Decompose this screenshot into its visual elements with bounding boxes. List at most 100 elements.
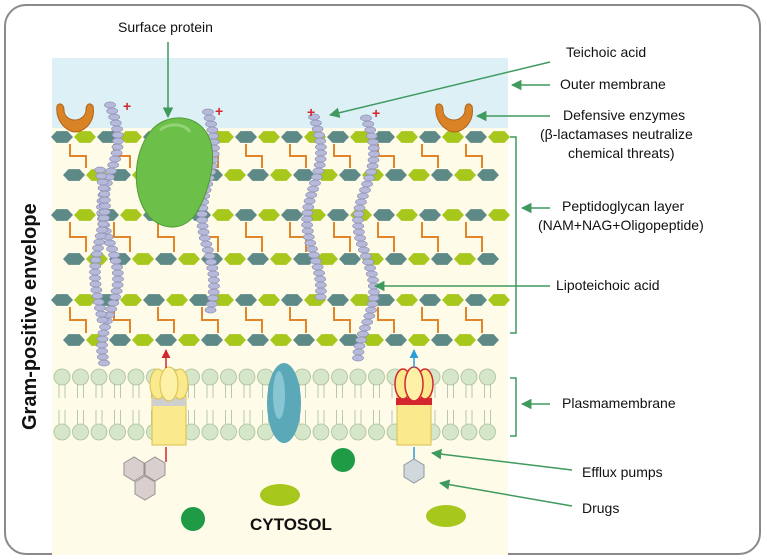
teichoic-bead [107, 161, 120, 169]
peptide-crosslink [69, 307, 87, 333]
nag-sugar [465, 294, 487, 306]
charge-symbol: + [123, 98, 131, 114]
teichoic-bead [304, 239, 317, 247]
lipid-head [479, 368, 496, 386]
teichoic-bead [105, 305, 118, 313]
teichoic-bead [111, 263, 123, 271]
teichoic-bead [108, 251, 120, 259]
nag-sugar [419, 131, 441, 143]
nag-sugar [109, 334, 131, 346]
nag-sugar [419, 209, 441, 221]
teichoic-bead [91, 250, 103, 258]
teichoic-bead [357, 192, 369, 200]
lipid-head [72, 368, 89, 386]
nam-sugar [74, 209, 96, 221]
defensive-enzyme-left [56, 103, 94, 133]
teichoic-bead [92, 244, 104, 252]
teichoic-bead [354, 234, 366, 242]
nag-sugar [51, 294, 73, 306]
teichoic-bead [365, 132, 378, 140]
peptidoglycan-bracket [510, 136, 517, 334]
teichoic-bead [352, 222, 365, 230]
teichoic-bead [90, 256, 102, 264]
teichoic-bead [363, 312, 376, 320]
nam-sugar [120, 209, 142, 221]
nam-sugar [270, 169, 292, 181]
peptidoglycan-layer-note: (NAM+NAG+Oligopeptide) [538, 217, 704, 233]
nag-sugar [339, 169, 361, 181]
nam-sugar [442, 131, 464, 143]
outer-membrane-label: Outer membrane [560, 76, 666, 92]
drug-hexagon-cluster [123, 456, 166, 501]
teichoic-bead [362, 120, 375, 128]
defensive-enzymes-note-line2: chemical threats) [568, 145, 675, 161]
diagram-title: Gram-positive envelope [19, 203, 41, 430]
nam-sugar [408, 253, 430, 265]
nag-sugar [477, 169, 499, 181]
peptide-crosslink [421, 222, 439, 252]
teichoic-bead [314, 281, 327, 289]
teichoic-bead [206, 126, 219, 134]
nag-sugar [293, 169, 315, 181]
nam-sugar [166, 294, 188, 306]
teichoic-bead [91, 292, 104, 300]
teichoic-acid-chains [89, 101, 380, 367]
teichoic-bead [352, 210, 365, 218]
teichoic-bead [301, 215, 313, 223]
peptide-crosslink [333, 144, 351, 168]
lipid-head [238, 423, 256, 441]
nam-sugar [224, 334, 246, 346]
teichoic-bead [204, 306, 217, 314]
teichoic-bead [367, 276, 379, 284]
defensive-enzymes-note-line1: (β-lactamases neutralize [540, 126, 693, 142]
peptide-crosslink [465, 222, 483, 252]
teichoic-bead [368, 288, 380, 296]
nag-sugar [465, 131, 487, 143]
teichoic-bead [314, 137, 327, 145]
peptide-crosslink [69, 222, 87, 252]
nam-sugar [488, 131, 510, 143]
defensive-enzymes-label: Defensive enzymes [563, 107, 685, 123]
teichoic-bead [110, 149, 123, 157]
nag-sugar [431, 253, 453, 265]
nag-sugar [201, 334, 223, 346]
drug-green-dot-upper [331, 448, 355, 472]
nag-sugar [189, 294, 211, 306]
teichoic-bead [94, 304, 106, 312]
teichoic-bead [365, 306, 377, 314]
teichoic-bead [355, 240, 368, 248]
nag-sugar [327, 131, 349, 143]
teichoic-bead [203, 252, 216, 260]
drugs-pointer [438, 479, 573, 507]
teichoic-bead [196, 222, 209, 230]
drug-green-dot-lower [181, 507, 205, 531]
peptide-crosslink [421, 307, 439, 333]
teichoic-bead [363, 174, 376, 182]
efflux-pump-left [149, 349, 189, 462]
nag-sugar [385, 253, 407, 265]
teichoic-bead [108, 113, 121, 121]
teichoic-bead [365, 270, 378, 278]
teichoic-bead [97, 220, 110, 228]
peptide-crosslink [201, 307, 219, 333]
teichoic-bead [306, 245, 318, 253]
teichoic-bead [311, 263, 324, 271]
peptide-crosslink [333, 222, 351, 252]
teichoic-bead [112, 137, 124, 145]
nam-sugar [408, 169, 430, 181]
peptide-crosslink [157, 222, 175, 252]
teichoic-bead [99, 196, 111, 204]
nam-sugar [270, 253, 292, 265]
nag-sugar [143, 294, 165, 306]
nag-sugar [373, 131, 395, 143]
teichoic-bead [96, 178, 109, 186]
nam-sugar [488, 294, 510, 306]
teichoic-bead [355, 336, 367, 344]
nam-sugar [132, 253, 154, 265]
nag-sugar [235, 209, 257, 221]
nag-sugar [235, 294, 257, 306]
teichoic-bead [96, 341, 108, 349]
teichoic-bead [308, 251, 320, 259]
nag-sugar [327, 294, 349, 306]
nam-sugar [74, 294, 96, 306]
